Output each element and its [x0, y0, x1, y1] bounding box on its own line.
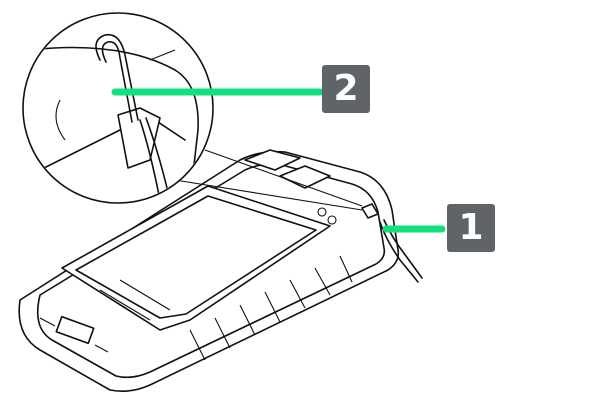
magnified-detail	[22, 12, 363, 211]
strap-cord	[379, 219, 423, 283]
callout-badge-2: 2	[322, 65, 370, 113]
callout-badge-1: 1	[447, 204, 495, 252]
phone-body	[18, 149, 400, 392]
